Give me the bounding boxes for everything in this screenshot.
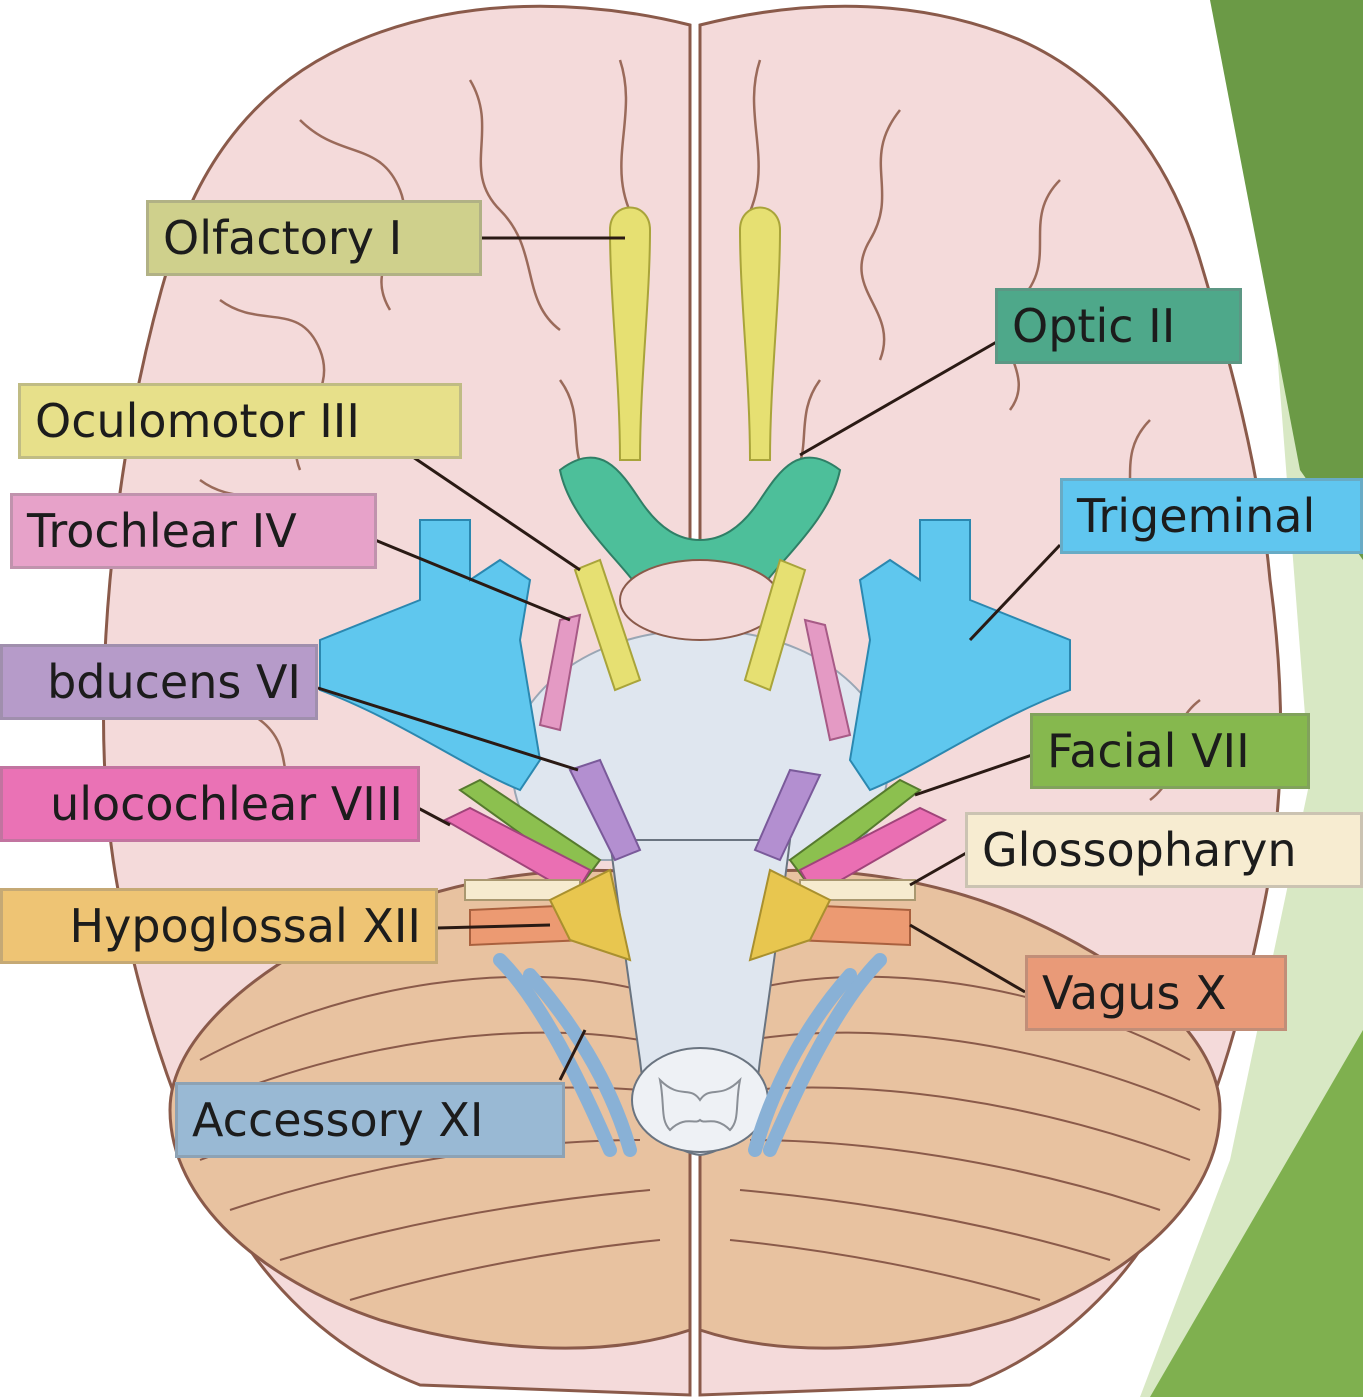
label-accessory-text: Accessory XI	[178, 1093, 497, 1147]
label-glossopharyngeal-text: Glossopharyn	[968, 823, 1310, 877]
label-optic: Optic II	[995, 288, 1242, 364]
label-optic-text: Optic II	[998, 299, 1189, 353]
olfactory-tracts	[610, 208, 780, 461]
label-trigeminal: Trigeminal	[1060, 478, 1363, 554]
label-abducens-text: bducens VI	[33, 655, 315, 709]
label-hypoglossal-text: Hypoglossal XII	[56, 899, 435, 953]
label-olfactory-text: Olfactory I	[149, 211, 416, 265]
label-oculomotor-text: Oculomotor III	[21, 394, 374, 448]
label-vagus: Vagus X	[1025, 955, 1287, 1031]
label-vestibulocochlear-text: ulocochlear VIII	[36, 777, 417, 831]
label-vestibulocochlear: ulocochlear VIII	[0, 766, 420, 842]
label-abducens: bducens VI	[0, 644, 318, 720]
label-hypoglossal: Hypoglossal XII	[0, 888, 438, 964]
label-olfactory: Olfactory I	[146, 200, 482, 276]
label-facial-text: Facial VII	[1033, 724, 1264, 778]
label-trigeminal-text: Trigeminal	[1063, 489, 1329, 543]
label-trochlear-text: Trochlear IV	[13, 504, 311, 558]
label-facial: Facial VII	[1030, 713, 1310, 789]
label-accessory: Accessory XI	[175, 1082, 565, 1158]
label-trochlear: Trochlear IV	[10, 493, 377, 569]
pituitary	[620, 560, 780, 640]
label-oculomotor: Oculomotor III	[18, 383, 462, 459]
label-glossopharyngeal: Glossopharyn	[965, 812, 1363, 888]
label-vagus-text: Vagus X	[1028, 966, 1241, 1020]
